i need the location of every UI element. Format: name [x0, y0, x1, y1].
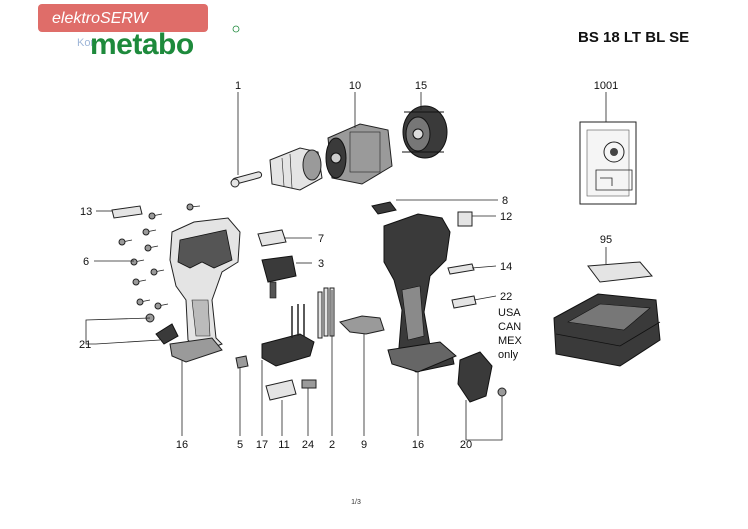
callout-10: 10 — [349, 80, 361, 92]
note-22-line-1: USA — [498, 307, 521, 319]
callout-8: 8 — [502, 195, 508, 207]
model-title: BS 18 LT BL SE — [578, 29, 689, 46]
callout-20: 20 — [460, 439, 472, 451]
callout-13: 13 — [80, 206, 92, 218]
part-21-clip — [145, 313, 179, 345]
callout-16-right: 16 — [412, 439, 424, 451]
brand-logo: metabo — [90, 25, 240, 61]
callout-14: 14 — [500, 261, 512, 273]
part-8-button — [371, 201, 397, 215]
note-22-line-2: CAN — [498, 321, 521, 333]
callout-7: 7 — [318, 233, 324, 245]
leader-lines — [85, 92, 607, 441]
note-22-region: USA CAN MEX only — [498, 307, 523, 361]
callout-1001: 1001 — [594, 80, 618, 92]
part-16-housing-left — [169, 217, 241, 363]
part-13-label — [111, 205, 143, 219]
part-12-label — [457, 211, 473, 227]
part-95-battery — [553, 261, 661, 367]
callout-16-left: 16 — [176, 439, 188, 451]
callout-12: 12 — [500, 211, 512, 223]
part-chuck — [269, 147, 323, 191]
part-17-electronics — [261, 304, 315, 367]
callout-22: 22 — [500, 291, 512, 303]
watermark-text: elektroSERW — [52, 10, 150, 27]
callout-15: 15 — [415, 80, 427, 92]
callout-3: 3 — [318, 258, 324, 270]
note-22-line-4: only — [498, 349, 519, 361]
part-1001-schematic — [579, 121, 637, 205]
callout-2: 2 — [329, 439, 335, 451]
part-5-small-part — [235, 355, 249, 369]
callout-24: 24 — [302, 439, 314, 451]
part-6-screws — [118, 203, 201, 310]
callout-11: 11 — [278, 439, 289, 451]
part-14-label — [447, 263, 475, 275]
callout-21: 21 — [79, 339, 91, 351]
callout-6: 6 — [83, 256, 89, 268]
note-22-line-3: MEX — [498, 335, 523, 347]
watermark: elektroSERW Kon — [38, 4, 208, 49]
part-24-screw — [301, 379, 317, 389]
page-number: 1/3 — [351, 499, 361, 506]
part-1-screw — [230, 171, 263, 188]
part-15-motor — [402, 105, 448, 159]
callout-5: 5 — [237, 439, 243, 451]
watermark-sub: Kon — [77, 37, 97, 49]
part-11-label — [265, 379, 297, 401]
part-16-housing-right — [383, 213, 457, 373]
part-10-gearbox — [325, 123, 393, 185]
callout-labels: 1 10 15 1001 13 7 6 3 21 8 12 14 22 95 1… — [79, 80, 618, 451]
callout-1: 1 — [235, 80, 241, 92]
part-7-plate — [257, 229, 287, 247]
part-9-bracket — [339, 315, 385, 335]
brand-name: metabo — [90, 28, 194, 61]
callout-17: 17 — [256, 439, 268, 451]
callout-95: 95 — [600, 234, 612, 246]
part-3-switch — [261, 255, 297, 299]
callout-9: 9 — [361, 439, 367, 451]
part-22-label — [451, 295, 477, 309]
part-20-belt-clip — [457, 351, 507, 403]
